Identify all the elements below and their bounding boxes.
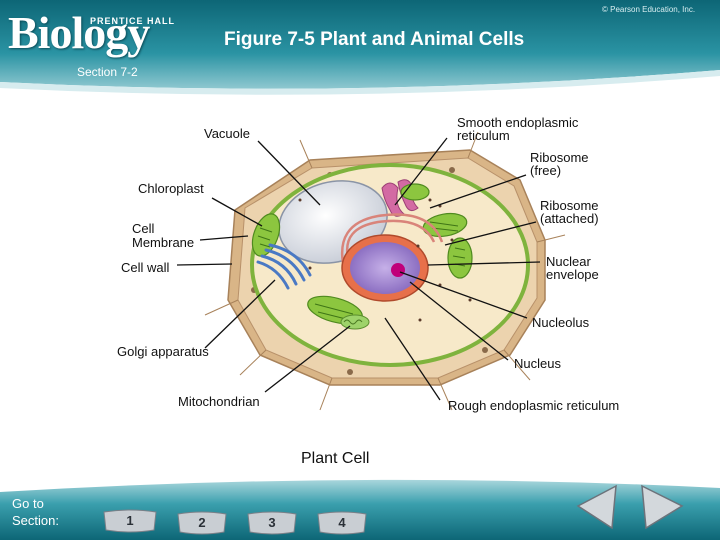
diagram-caption: Plant Cell	[301, 450, 370, 467]
leader-lines	[176, 137, 541, 401]
label-nucleolus: Nucleolus	[532, 315, 590, 330]
label-chloroplast: Chloroplast	[138, 181, 204, 196]
label-golgi-apparatus: Golgi apparatus	[117, 344, 209, 359]
section-button-1[interactable]	[103, 509, 157, 533]
label-rough-er: Rough endoplasmic reticulum	[448, 398, 620, 413]
section-button-4[interactable]	[317, 511, 367, 535]
golgi-apparatus	[256, 243, 312, 290]
section-button-1-label: 1	[126, 513, 133, 528]
biology-logo: Biology	[8, 7, 150, 58]
label-nuclear-envelope-line2: envelope	[546, 267, 599, 282]
section-button-2[interactable]	[177, 511, 227, 535]
nucleolus	[391, 263, 405, 277]
nucleus	[350, 242, 420, 294]
label-mitochondrian: Mitochondrian	[178, 394, 260, 409]
nav-buttons: 1 2 3 4	[103, 484, 684, 535]
label-cell-membrane-line1: Cell	[132, 221, 155, 236]
rough-er	[340, 213, 444, 269]
label-ribosome-free-line2: (free)	[530, 163, 562, 178]
section-button-4-label: 4	[338, 515, 346, 530]
publisher-label: PRENTICE HALL	[90, 16, 175, 26]
label-nuclear-envelope-line1: Nuclear	[546, 254, 591, 269]
section-button-3-label: 3	[268, 515, 275, 530]
section-button-2-label: 2	[198, 515, 205, 530]
ribosomes	[298, 198, 472, 322]
next-arrow-icon[interactable]	[641, 484, 684, 530]
section-button-3[interactable]	[247, 511, 297, 535]
section-label: Section 7-2	[77, 65, 138, 79]
page-title: Figure 7-5 Plant and Animal Cells	[224, 29, 525, 50]
header-band	[0, 0, 720, 89]
goto-label-line1: Go to	[12, 496, 44, 511]
label-nucleus: Nucleus	[514, 356, 561, 371]
label-cell-membrane-line2: Membrane	[132, 235, 195, 250]
label-smooth-er-line1: Smooth endoplasmic	[457, 115, 579, 130]
mitochondria	[340, 314, 370, 330]
label-smooth-er-line2: reticulum	[457, 128, 510, 143]
header-wave	[0, 70, 720, 95]
label-ribosome-free-line1: Ribosome	[530, 150, 589, 165]
label-vacuole: Vacuole	[204, 126, 251, 141]
label-ribosome-attached-line2: (attached)	[540, 211, 599, 226]
goto-label-line2: Section:	[12, 513, 59, 528]
label-cell-wall: Cell wall	[121, 260, 170, 275]
previous-arrow-icon[interactable]	[576, 484, 617, 530]
cell-wall-divisions	[204, 131, 566, 411]
plant-cell-diagram	[176, 131, 566, 411]
copyright-text: © Pearson Education, Inc.	[602, 5, 696, 14]
label-ribosome-attached-line1: Ribosome	[540, 198, 599, 213]
